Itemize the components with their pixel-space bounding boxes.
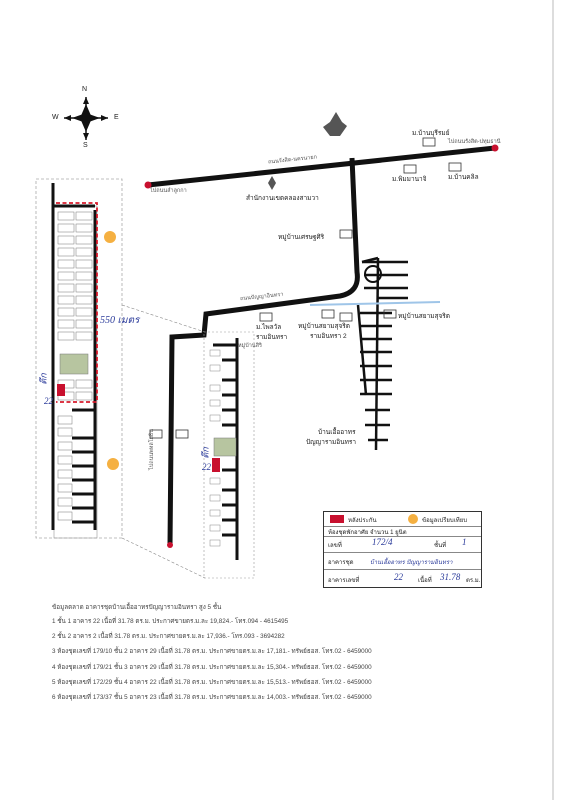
building-no-label: อาคารเลขที่ [328, 578, 360, 584]
inset-left-buildings [57, 211, 93, 521]
road-end-marker [144, 181, 152, 189]
legend-row: อาคารเลขที่ 22 เนื้อที่ 31.78 ตร.ม. [324, 569, 481, 587]
unit-no-value: 172/4 [372, 537, 393, 547]
place-label: หมู่บ้านสยามสุจริต [298, 323, 350, 330]
block-mid-buildings [209, 349, 221, 547]
place-label: ม.บ้านบุรีรมย์ [412, 130, 450, 137]
comparable-marker-2 [107, 458, 119, 470]
inset-left-roads [51, 183, 97, 530]
compass-rose-icon [64, 97, 108, 140]
unit-tag-left: ตึก [38, 373, 49, 385]
unit-number-left: 22 [44, 396, 53, 406]
road-end-marker [491, 144, 499, 152]
park-area-mid [213, 437, 237, 457]
place-label: สำนักงานเขตคลองสามวา [246, 195, 319, 202]
compass-east-label: E [114, 114, 119, 121]
road-label: ไปถนนลำลูกกา [150, 188, 187, 194]
building-label: อาคารชุด [328, 560, 354, 566]
subject-unit-marker-mid [212, 458, 220, 472]
market-info-line: 6 ห้องชุดเลขที่ 173/37 ชั้น 5 อาคาร 23 เ… [52, 694, 372, 701]
roundabout [364, 265, 382, 283]
legend-comparable-label: ข้อมูลเปรียบเทียบ [422, 518, 468, 524]
legend-box: หลังประกัน ข้อมูลเปรียบเทียบ ห้องชุดพักอ… [323, 511, 482, 588]
subject-swatch [330, 515, 344, 523]
place-label: หมู่บ้านเศรษฐศิริ [278, 234, 325, 241]
place-label: หมู่บ้านสิริ [238, 343, 262, 349]
place-label: รามอินทรา 2 [310, 333, 347, 340]
market-info-heading: ข้อมูลตลาด อาคารชุดบ้านเอื้ออาทรปัญญาราม… [52, 604, 222, 611]
inset-connector [121, 537, 206, 579]
place-label: รามอินทรา [256, 334, 288, 341]
area-value: 31.78 [440, 572, 461, 582]
legend-row: อาคารชุด บ้านเอื้ออาทร ปัญญารามอินทรา [324, 552, 481, 570]
unit-no-label: เลขที่ [328, 543, 342, 549]
block-frame-mid [203, 331, 255, 579]
road-main [167, 157, 360, 546]
compass-south-label: S [83, 142, 88, 149]
legend-row: เลขที่ 172/4 ชั้นที่ 1 [324, 536, 481, 553]
distance-annotation: 550 เมตร [100, 315, 140, 326]
legend-row: หลังประกัน ข้อมูลเปรียบเทียบ [324, 512, 481, 527]
project-boundary [56, 202, 98, 403]
compass-north-label: N [82, 86, 88, 93]
place-label: ม.บ้านคลิล [448, 174, 479, 181]
legend-subject-label: หลังประกัน [348, 518, 377, 524]
area-label: เนื้อที่ [418, 578, 432, 584]
road-label: ไปถนนพหลโยธิน [149, 428, 155, 470]
park-area-left [59, 353, 89, 375]
floor-value: 1 [462, 537, 467, 547]
market-info-line: 5 ห้องชุดเลขที่ 172/29 ชั้น 4 อาคาร 22 เ… [52, 679, 372, 686]
unit-number-mid: 22 [202, 462, 211, 472]
market-info-line: 4 ห้องชุดเลขที่ 179/21 ชั้น 3 อาคาร 29 เ… [52, 664, 372, 671]
subject-unit-marker-left [57, 384, 65, 396]
market-info-line: 2 ชั้น 2 อาคาร 2 เนื้อที่ 31.78 ตร.ม. ปร… [52, 633, 285, 640]
unit-tag-mid: ตึก [200, 447, 211, 459]
street-network-right [356, 256, 408, 451]
compass-west-label: W [52, 114, 59, 121]
market-info-line: 3 ห้องชุดเลขที่ 179/10 ชั้น 2 อาคาร 29 เ… [52, 648, 372, 655]
place-label: ม.พิมมานาจิ [392, 176, 427, 183]
area-unit: ตร.ม. [466, 578, 481, 584]
block-mid-roads [213, 338, 239, 560]
place-label: ปัญญารามอินทรา [306, 439, 357, 446]
comparable-marker-1 [104, 231, 116, 243]
canal-line [309, 301, 441, 306]
legend-row: ห้องชุดพักอาศัย จำนวน 1 ยูนิต [324, 526, 481, 537]
road-end-marker [167, 542, 173, 548]
inset-connector [121, 304, 206, 333]
comparable-swatch [408, 514, 418, 524]
road-top [147, 145, 496, 188]
village-icon [149, 137, 462, 439]
road-label: ไปถนนรังสิต-ปทุมธานี [448, 139, 501, 145]
temple-icon [268, 112, 347, 190]
legend-title: ห้องชุดพักอาศัย จำนวน 1 ยูนิต [328, 530, 407, 536]
place-label: ม.ไพลวัล [256, 324, 282, 331]
market-info-line: 1 ชั้น 1 อาคาร 22 เนื้อที่ 31.78 ตร.ม. ป… [52, 618, 289, 625]
building-value: บ้านเอื้ออาทร ปัญญารามอินทรา [370, 560, 453, 566]
place-label: หมู่บ้านสยามสุจริต [398, 313, 450, 320]
floor-label: ชั้นที่ [434, 543, 447, 549]
place-label: บ้านเอื้ออาทร [318, 429, 356, 436]
building-no-value: 22 [394, 572, 403, 582]
